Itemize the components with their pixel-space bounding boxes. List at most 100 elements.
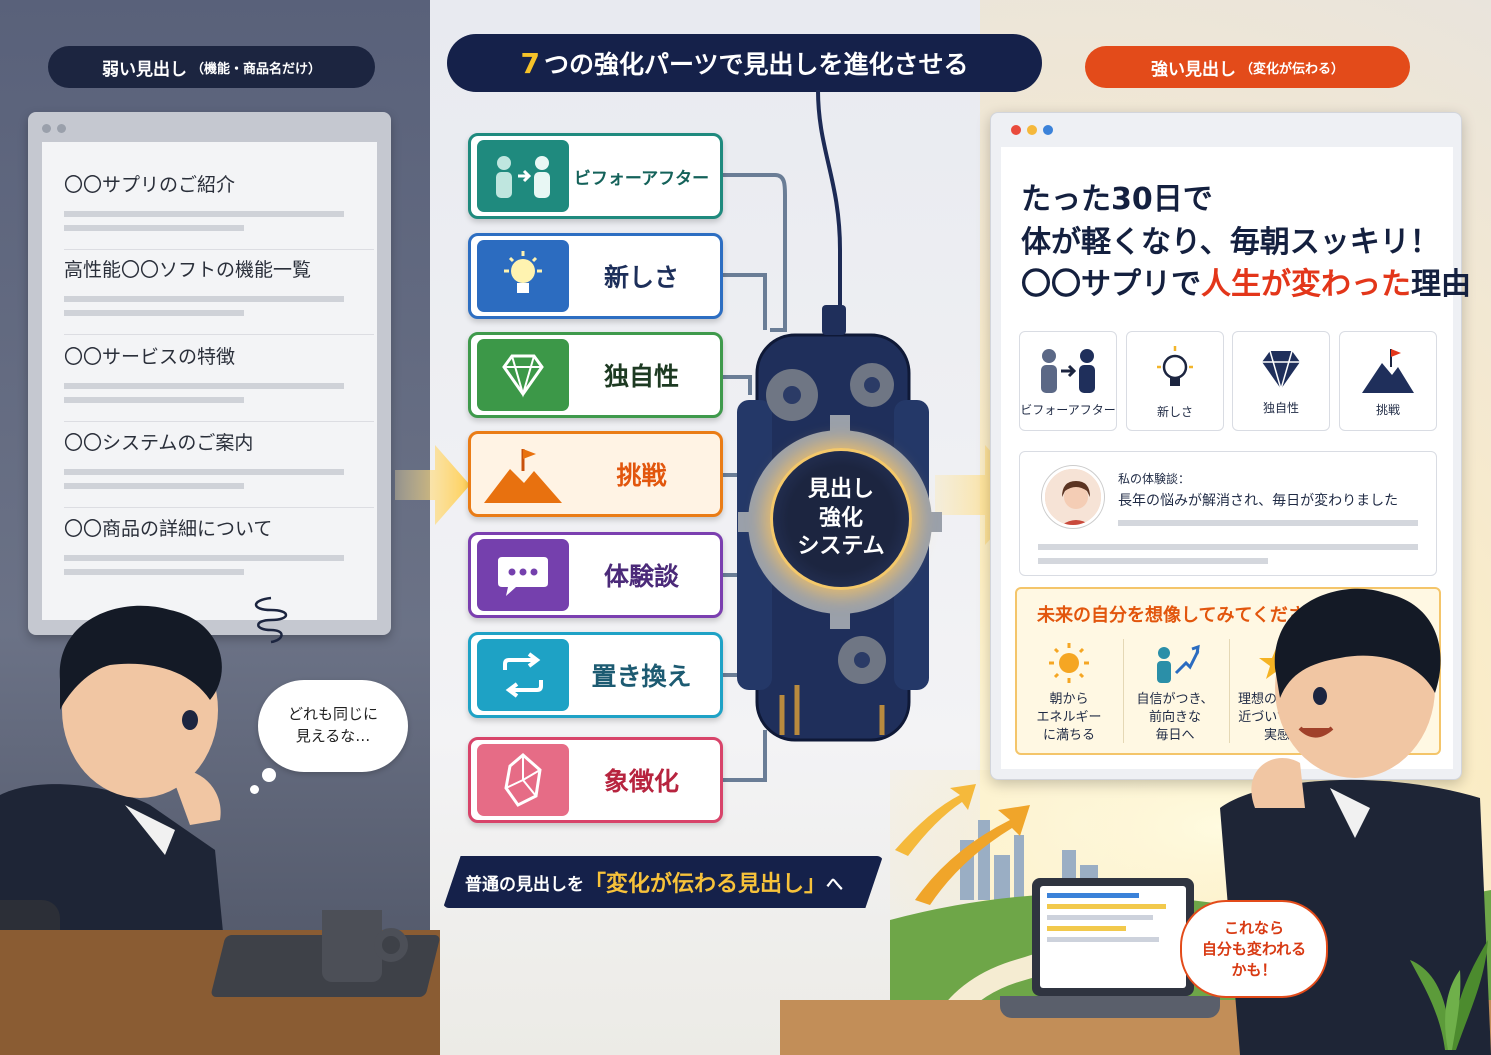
part-replacement: 置き換え — [468, 632, 723, 718]
feature-card-novelty: 新しさ — [1126, 331, 1224, 431]
testimonial-card: 私の体験談： 長年の悩みが解消され、毎日が変わりました — [1019, 451, 1437, 576]
part-label: 独自性 — [603, 362, 679, 391]
lightbulb-icon — [1157, 345, 1193, 386]
part-label: 新しさ — [603, 263, 679, 292]
growth-person-icon — [1157, 644, 1200, 683]
part-label: ビフォーアフター — [573, 168, 710, 189]
diamond-icon — [1262, 350, 1300, 392]
testimonial-label: 私の体験談： — [1118, 472, 1191, 486]
part-before-after: ビフォーアフター — [468, 133, 723, 219]
thought-bubble-left: どれも同じに 見えるな… — [258, 680, 408, 772]
sun-icon — [1049, 643, 1089, 683]
future-item: 自信がつき、 前向きな 毎日へ — [1129, 643, 1221, 746]
feature-card-challenge: 挑戦 — [1339, 331, 1437, 431]
future-line: 朝から — [1049, 692, 1089, 707]
core-line: 見出し — [807, 477, 874, 503]
thought-line: 見えるな… — [295, 727, 371, 745]
feature-card-label: 独自性 — [1262, 400, 1299, 415]
before-after-icon — [477, 140, 569, 212]
weak-heading-item: 〇〇サプリのご紹介 — [64, 170, 374, 250]
transformation-caption: 普通の見出しを「変化が伝わる見出し」へ — [443, 856, 883, 908]
weak-heading-title: 〇〇サービスの特徴 — [64, 346, 236, 368]
part-novelty: 新しさ — [468, 233, 723, 319]
headline-line: たった30日で — [1021, 182, 1213, 217]
future-line: エネルギー — [1036, 710, 1102, 726]
weak-heading-item: 〇〇商品の詳細について — [64, 514, 364, 575]
weak-heading-item: 〇〇システムのご案内 — [64, 428, 374, 508]
part-label: 体験談 — [603, 562, 679, 591]
headline-part: 理由 — [1411, 267, 1471, 303]
part-testimonial: 体験談 — [468, 532, 723, 618]
feature-card-label: ビフォーアフター — [1020, 402, 1116, 417]
part-label: 置き換え — [591, 662, 692, 691]
weak-headings-page: 〇〇サプリのご紹介 高性能〇〇ソフトの機能一覧 〇〇サービスの特徴 〇〇システム… — [42, 142, 377, 620]
part-symbolization: 象徴化 — [468, 737, 723, 823]
caption-post: へ — [826, 874, 844, 895]
coffee-mug-icon — [322, 910, 382, 982]
speech-line: 自分も変われる — [1201, 939, 1307, 958]
future-line: 毎日へ — [1155, 728, 1195, 744]
window-controls — [42, 124, 66, 133]
testimonial-text: 長年の悩みが解消され、毎日が変わりました — [1118, 493, 1399, 509]
weak-heading-title: 〇〇システムのご案内 — [64, 432, 254, 454]
weak-heading-label: 弱い見出し（機能・商品名だけ） — [48, 46, 375, 88]
mountain-flag-icon — [477, 438, 569, 510]
future-line: に満ちる — [1042, 728, 1095, 744]
avatar — [1042, 466, 1104, 528]
future-item: 朝から エネルギー に満ちる — [1023, 643, 1115, 746]
part-label: 象徴化 — [603, 767, 679, 796]
headline-part: 〇〇サプリで — [1021, 267, 1201, 303]
strong-headline: たった30日で 体が軽くなり、毎朝スッキリ！ 〇〇サプリで人生が変わった理由 — [1021, 179, 1471, 307]
core-line: システム — [797, 534, 885, 560]
glow-arrow-right-icon — [395, 445, 470, 525]
strong-heading-note: （変化が伝わる） — [1239, 61, 1344, 77]
part-label: 挑戦 — [616, 461, 667, 490]
core-line: 強化 — [818, 505, 863, 531]
part-challenge: 挑戦 — [468, 431, 723, 517]
weak-heading-item: 〇〇サービスの特徴 — [64, 342, 374, 422]
future-title: 未来の自分を想像してみてください — [1037, 605, 1324, 626]
speech-line: これなら — [1223, 918, 1284, 937]
future-line: 実感 — [1263, 728, 1290, 744]
caption-highlight: 「変化が伝わる見出し」 — [584, 872, 827, 897]
feature-card-label: 新しさ — [1156, 404, 1193, 419]
lightbulb-icon — [477, 240, 569, 312]
feature-card-before-after: ビフォーアフター — [1019, 331, 1117, 431]
weak-heading-title: 〇〇商品の詳細について — [64, 518, 273, 540]
future-line: 前向きな — [1148, 710, 1201, 726]
strong-heading-text: 強い見出し — [1150, 59, 1236, 80]
weak-heading-item: 高性能〇〇ソフトの機能一覧 — [64, 255, 374, 335]
thought-line: どれも同じに — [287, 705, 378, 724]
part-uniqueness: 独自性 — [468, 332, 723, 418]
strong-heading-label: 強い見出し（変化が伝わる） — [1085, 46, 1410, 88]
open-laptop — [1032, 878, 1194, 996]
headline-line: 〇〇サプリで人生が変わった理由 — [1021, 264, 1471, 307]
future-line: 自信がつき、 — [1136, 692, 1214, 707]
weak-heading-title: 高性能〇〇ソフトの機能一覧 — [64, 259, 312, 281]
potted-plant — [1410, 940, 1488, 1050]
before-after-icon — [1041, 348, 1095, 393]
speech-bubble-right: これなら 自分も変われる かも！ — [1180, 900, 1328, 998]
crystal-icon — [477, 744, 569, 816]
swap-arrows-icon — [477, 639, 569, 711]
mountain-flag-icon — [1362, 348, 1414, 393]
main-title-text: つの強化パーツで見出しを進化させる — [543, 50, 969, 79]
window-controls — [1011, 125, 1053, 135]
weak-heading-text: 弱い見出し — [101, 59, 187, 80]
weak-heading-title: 〇〇サプリのご紹介 — [64, 174, 236, 196]
confusion-swirl-icon — [254, 596, 288, 644]
headline-enhancement-core: 見出し 強化 システム — [770, 448, 912, 590]
main-title-number: 7 — [520, 46, 540, 80]
speech-line: かも！ — [1231, 960, 1277, 979]
weak-heading-note: （機能・商品名だけ） — [190, 61, 321, 77]
feature-card-label: 挑戦 — [1375, 402, 1400, 417]
headline-highlight: 人生が変わった — [1201, 267, 1411, 303]
feature-card-uniqueness: 独自性 — [1232, 331, 1330, 431]
caption-pre: 普通の見出しを — [465, 874, 584, 895]
headline-line: 体が軽くなり、毎朝スッキリ！ — [1021, 224, 1440, 260]
laptop-screen — [1040, 886, 1186, 988]
diamond-icon — [477, 339, 569, 411]
chat-bubble-icon — [477, 539, 569, 611]
weak-headings-window: 〇〇サプリのご紹介 高性能〇〇ソフトの機能一覧 〇〇サービスの特徴 〇〇システム… — [28, 112, 391, 635]
